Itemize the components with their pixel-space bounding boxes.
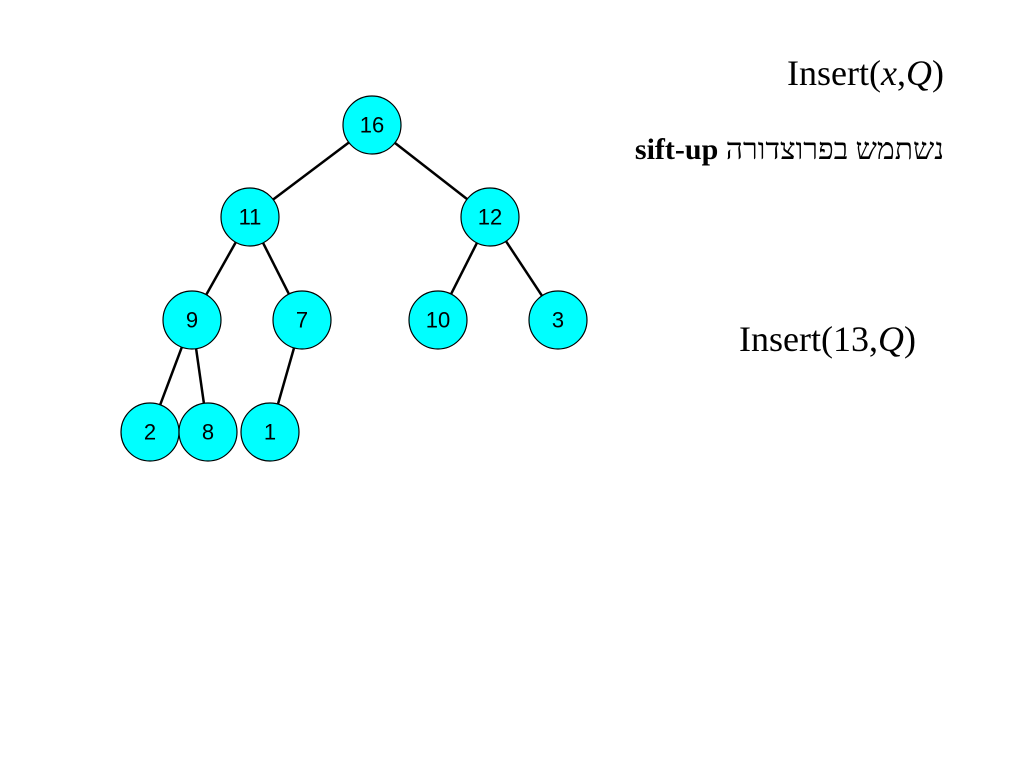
edge-n16-n11 [272, 141, 350, 201]
node-label: 2 [144, 420, 156, 445]
node-circle [162, 290, 222, 350]
node-circle [240, 402, 300, 462]
subtitle-procedure: sift-up [634, 133, 719, 166]
node-circle [342, 95, 402, 155]
node-label: 1 [264, 420, 276, 445]
heap-node-2: 2 [120, 402, 180, 462]
heap-node-16: 16 [342, 95, 402, 155]
nodes-layer: 16 11 12 9 7 10 3 2 8 1 [120, 95, 588, 462]
edge-n11-n7 [261, 242, 291, 295]
title-suffix: ) [932, 53, 944, 93]
example-call: Insert(13,Q) [739, 318, 916, 360]
example-arg: Q [878, 319, 904, 359]
node-circle [460, 187, 520, 247]
edge-n12-n3 [504, 240, 544, 297]
node-label: 11 [239, 205, 262, 230]
heap-node-7: 7 [272, 290, 332, 350]
node-circle [528, 290, 588, 350]
node-circle [220, 187, 280, 247]
subtitle: sift-up נשתמש בפרוצדורה [635, 133, 944, 167]
heap-node-9: 9 [162, 290, 222, 350]
title-arg1: x [881, 53, 897, 93]
edges-layer [159, 141, 544, 406]
title-arg2: Q [906, 53, 932, 93]
subtitle-hebrew: נשתמש בפרוצדורה [725, 133, 944, 166]
node-label: 7 [296, 308, 308, 333]
example-prefix: Insert(13, [739, 319, 878, 359]
node-label: 3 [552, 308, 564, 333]
edge-n16-n12 [394, 141, 468, 201]
node-circle [408, 290, 468, 350]
edge-n9-n8 [194, 348, 206, 404]
heap-node-3: 3 [528, 290, 588, 350]
title: Insert(x,Q) [787, 52, 944, 94]
heap-node-1: 1 [240, 402, 300, 462]
edge-n12-n10 [449, 242, 479, 295]
node-label: 12 [478, 205, 502, 230]
heap-node-11: 11 [220, 187, 280, 247]
node-circle [272, 290, 332, 350]
node-circle [178, 402, 238, 462]
title-comma: , [897, 53, 906, 93]
edge-n11-n9 [205, 241, 237, 296]
node-label: 8 [202, 420, 214, 445]
node-label: 10 [426, 308, 450, 333]
heap-node-12: 12 [460, 187, 520, 247]
node-label: 9 [186, 308, 198, 333]
heap-node-10: 10 [408, 290, 468, 350]
edge-n9-n2 [159, 346, 183, 406]
heap-node-8: 8 [178, 402, 238, 462]
node-label: 16 [360, 113, 384, 138]
edge-n7-n1 [276, 347, 296, 405]
example-suffix: ) [904, 319, 916, 359]
title-prefix: Insert( [787, 53, 882, 93]
